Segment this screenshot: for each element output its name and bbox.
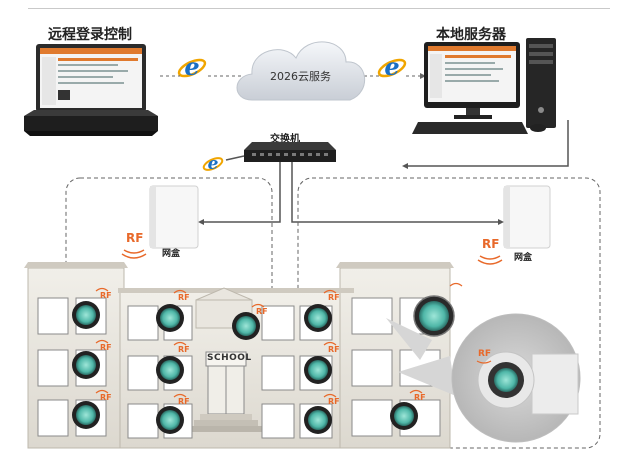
svg-text:RF: RF [478, 349, 491, 359]
gateway-box-label-right: 网盒 [514, 253, 533, 263]
gateway-box-label-left: 网盒 [162, 249, 181, 259]
rf-label: RF [100, 343, 112, 352]
rf-label: RF [178, 397, 190, 406]
cloud-icon [236, 41, 366, 101]
rf-label: RF [100, 291, 112, 300]
rf-label: RF [178, 345, 190, 354]
network-switch-icon [244, 142, 336, 162]
local-server-label: 本地服务器 [436, 27, 506, 43]
thermostat-icon [304, 356, 332, 384]
thermostat-icon [72, 301, 100, 329]
thermostat-icon [232, 312, 260, 340]
ie-browser-icon: e [177, 52, 207, 81]
remote-control-label: 远程登录控制 [48, 27, 132, 43]
ie-browser-icon: e [202, 154, 224, 174]
laptop-icon [24, 44, 158, 136]
thermostat-icon [413, 295, 455, 337]
rf-label: RF [414, 393, 426, 402]
thermostat-icon [304, 304, 332, 332]
thermostat-icon [72, 401, 100, 429]
svg-text:RF: RF [126, 231, 143, 245]
switch-label: 交换机 [270, 134, 300, 145]
thermostat-zoom-bubble [386, 313, 581, 443]
thermostat-icon [156, 356, 184, 384]
desktop-pc-icon [412, 38, 556, 134]
rf-label: RF [328, 345, 340, 354]
cloud-service-label: 2026云服务 [270, 70, 331, 83]
rf-signal-icon: RF [476, 349, 492, 364]
thermostat-icon [304, 406, 332, 434]
rf-label: RF [328, 293, 340, 302]
thermostat-icon [390, 402, 418, 430]
thermostat-icon [156, 406, 184, 434]
svg-text:e: e [184, 52, 199, 81]
ie-browser-icon: e [377, 52, 407, 81]
rf-signal-icon: RF [121, 231, 147, 259]
gateway-box-icon [503, 185, 551, 249]
school-sign: SCHOOL [207, 353, 252, 363]
gateway-box-icon [149, 185, 199, 249]
svg-text:RF: RF [482, 237, 499, 251]
rf-signal-icon: RF [477, 237, 503, 265]
rf-label: RF [100, 393, 112, 402]
thermostat-icon [156, 304, 184, 332]
svg-text:e: e [384, 52, 399, 81]
thermostat-icon [72, 351, 100, 379]
rf-label: RF [256, 307, 268, 316]
svg-text:e: e [208, 154, 219, 174]
rf-label: RF [328, 397, 340, 406]
rf-label: RF [178, 293, 190, 302]
top-divider [28, 8, 610, 9]
